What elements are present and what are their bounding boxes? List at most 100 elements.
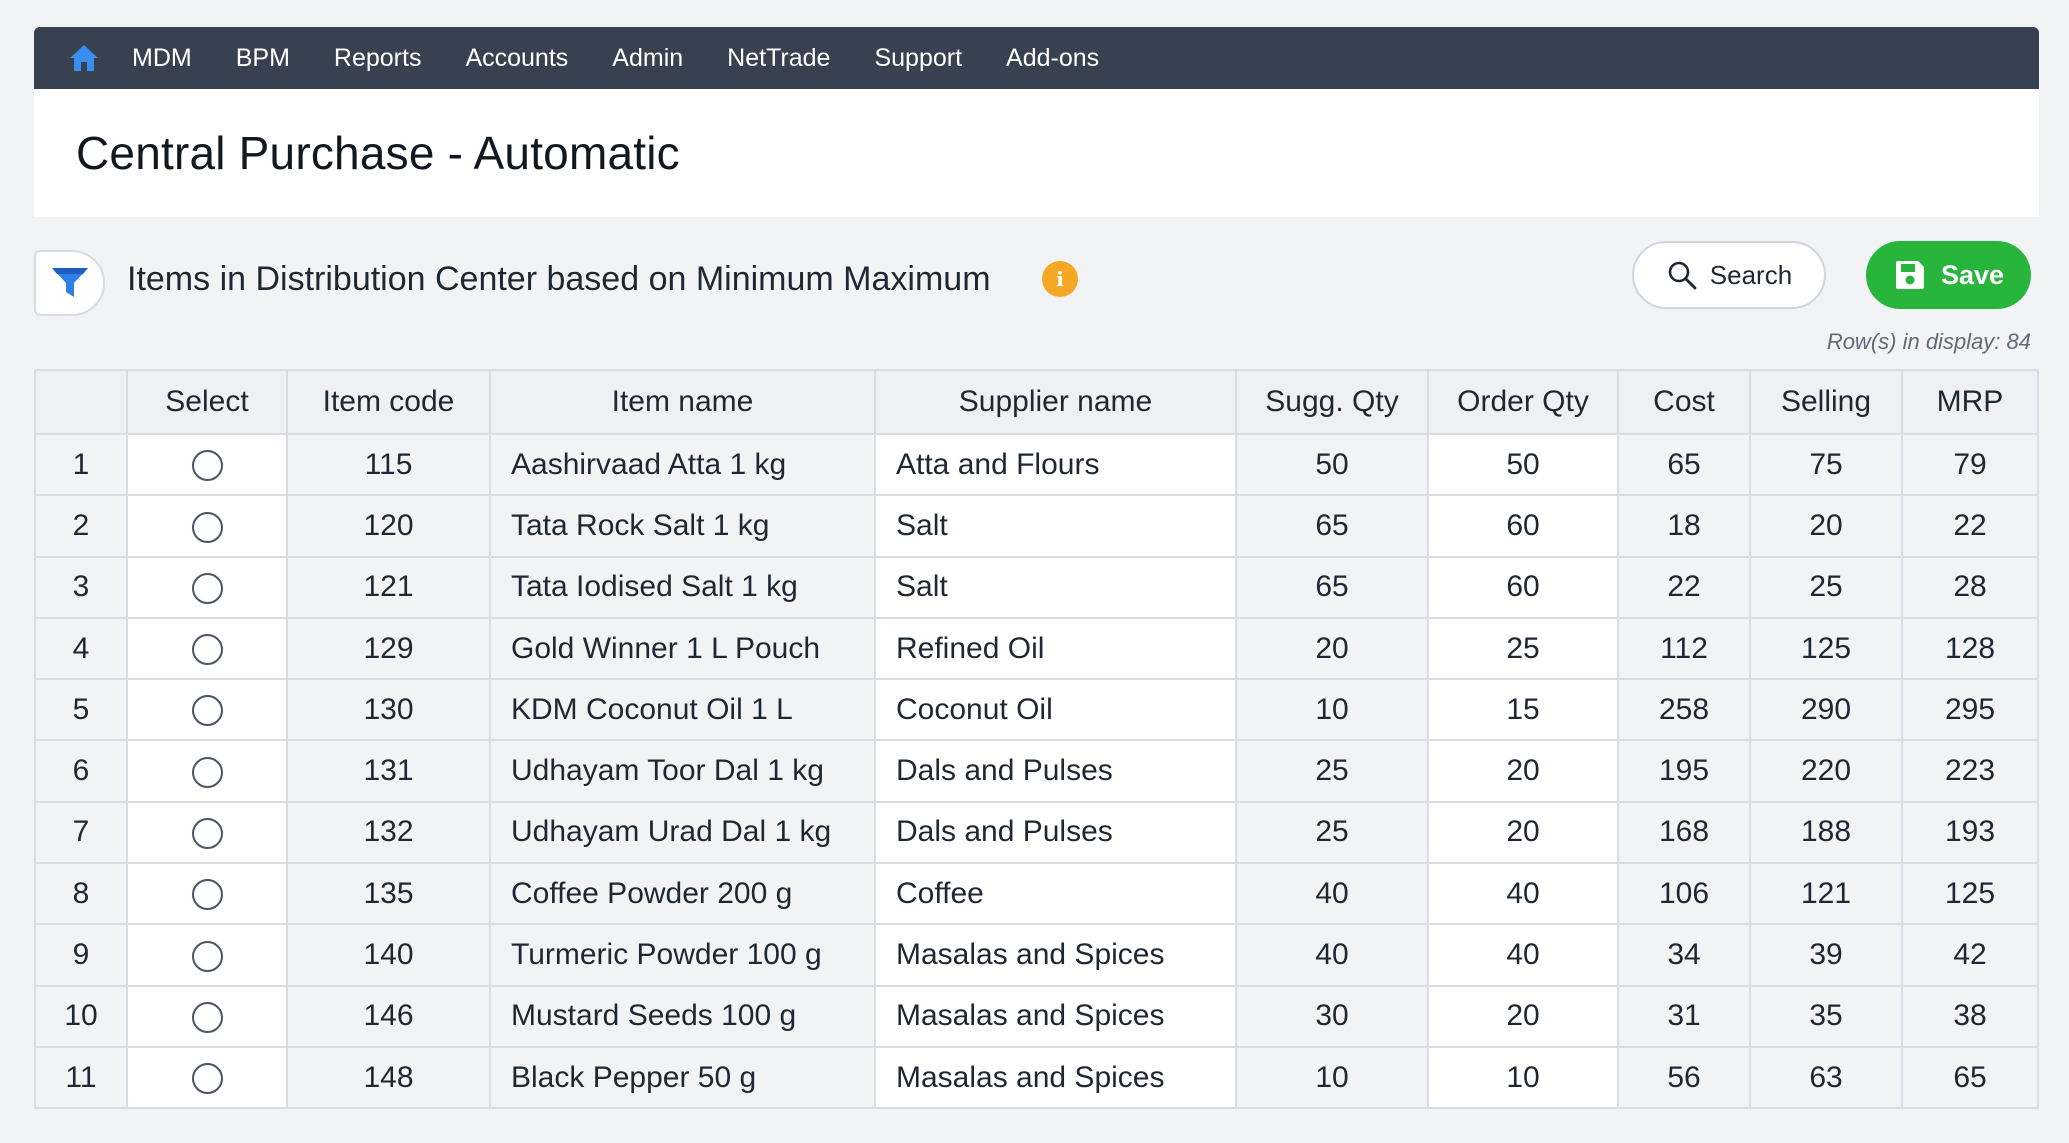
order-qty-cell[interactable]: 15 [1427,678,1619,742]
nav-item-nettrade[interactable]: NetTrade [727,43,831,72]
item-code-cell: 120 [286,494,491,558]
sugg-qty-cell: 25 [1235,800,1429,865]
filter-button[interactable] [34,250,105,316]
column-header-cost[interactable]: Cost [1617,369,1751,435]
row-select-radio[interactable] [191,756,223,788]
selling-cell: 20 [1749,494,1903,558]
order-qty-cell[interactable]: 50 [1427,432,1619,497]
item-code-cell: 131 [286,739,491,803]
table-header-row: Select Item code Item name Supplier name… [34,369,2039,435]
nav-item-add-ons[interactable]: Add-ons [1006,43,1100,72]
row-number-cell: 4 [34,616,128,681]
save-button-label: Save [1940,259,2005,290]
nav-item-accounts[interactable]: Accounts [465,43,569,72]
select-cell [126,800,288,865]
info-icon[interactable]: i [1042,261,1078,297]
row-number-cell: 10 [34,984,128,1048]
save-button[interactable]: Save [1866,241,2031,309]
column-header-selling[interactable]: Selling [1749,369,1903,435]
column-header-order-qty[interactable]: Order Qty [1427,369,1619,435]
row-number-cell: 9 [34,923,128,987]
column-header-select[interactable]: Select [126,369,288,435]
row-select-radio[interactable] [191,695,223,727]
select-cell [126,494,288,558]
floppy-disk-icon [1895,261,1924,289]
sugg-qty-cell: 10 [1235,1045,1429,1110]
sugg-qty-cell: 25 [1235,739,1429,803]
select-cell [126,923,288,987]
column-header-supplier-name[interactable]: Supplier name [874,369,1237,435]
item-name-cell: Tata Iodised Salt 1 kg [489,555,876,619]
order-qty-cell[interactable]: 40 [1427,923,1619,987]
column-header-item-code[interactable]: Item code [286,369,491,435]
row-select-radio[interactable] [191,572,223,604]
row-select-radio[interactable] [191,634,223,666]
row-number-cell: 1 [34,432,128,497]
item-code-cell: 140 [286,923,491,987]
mrp-cell: 42 [1901,923,2039,987]
cost-cell: 56 [1617,1045,1751,1110]
nav-item-mdm[interactable]: MDM [132,43,192,72]
order-qty-cell[interactable]: 40 [1427,862,1619,926]
column-header-mrp[interactable]: MRP [1901,369,2039,435]
supplier-name-cell: Salt [874,555,1237,619]
cost-cell: 18 [1617,494,1751,558]
cost-cell: 195 [1617,739,1751,803]
row-number-cell: 7 [34,800,128,865]
row-select-radio[interactable] [191,879,223,911]
item-name-cell: Turmeric Powder 100 g [489,923,876,987]
row-select-radio[interactable] [191,1001,223,1033]
order-qty-cell[interactable]: 10 [1427,1045,1619,1110]
order-qty-cell[interactable]: 25 [1427,616,1619,681]
select-cell [126,678,288,742]
order-qty-cell[interactable]: 20 [1427,984,1619,1048]
sugg-qty-cell: 30 [1235,984,1429,1048]
row-number-cell: 11 [34,1045,128,1110]
row-select-radio[interactable] [191,940,223,972]
row-select-radio[interactable] [191,1063,223,1095]
mrp-cell: 295 [1901,678,2039,742]
toolbar: Items in Distribution Center based on Mi… [34,217,2039,369]
select-cell [126,555,288,619]
supplier-name-cell: Salt [874,494,1237,558]
nav-item-support[interactable]: Support [874,43,963,72]
order-qty-cell[interactable]: 60 [1427,494,1619,558]
column-header-item-name[interactable]: Item name [489,369,876,435]
row-select-radio[interactable] [191,818,223,849]
item-name-cell: Aashirvaad Atta 1 kg [489,432,876,497]
row-number-cell: 6 [34,739,128,803]
home-icon[interactable] [68,41,102,75]
nav-item-reports[interactable]: Reports [333,43,422,72]
item-name-cell: Udhayam Urad Dal 1 kg [489,800,876,865]
item-name-cell: Coffee Powder 200 g [489,862,876,926]
selling-cell: 121 [1749,862,1903,926]
order-qty-cell[interactable]: 20 [1427,800,1619,865]
supplier-name-cell: Refined Oil [874,616,1237,681]
row-select-radio[interactable] [191,450,223,482]
row-number-cell: 5 [34,678,128,742]
search-button-label: Search [1709,259,1793,290]
supplier-name-cell: Masalas and Spices [874,984,1237,1048]
row-select-radio[interactable] [191,511,223,543]
order-qty-cell[interactable]: 60 [1427,555,1619,619]
mrp-cell: 38 [1901,984,2039,1048]
column-header-sugg-qty[interactable]: Sugg. Qty [1235,369,1429,435]
nav-item-bpm[interactable]: BPM [235,43,290,72]
item-code-cell: 121 [286,555,491,619]
order-qty-cell[interactable]: 20 [1427,739,1619,803]
search-button[interactable]: Search [1632,241,1826,309]
select-cell [126,1045,288,1110]
selling-cell: 125 [1749,616,1903,681]
nav-item-admin[interactable]: Admin [612,43,684,72]
